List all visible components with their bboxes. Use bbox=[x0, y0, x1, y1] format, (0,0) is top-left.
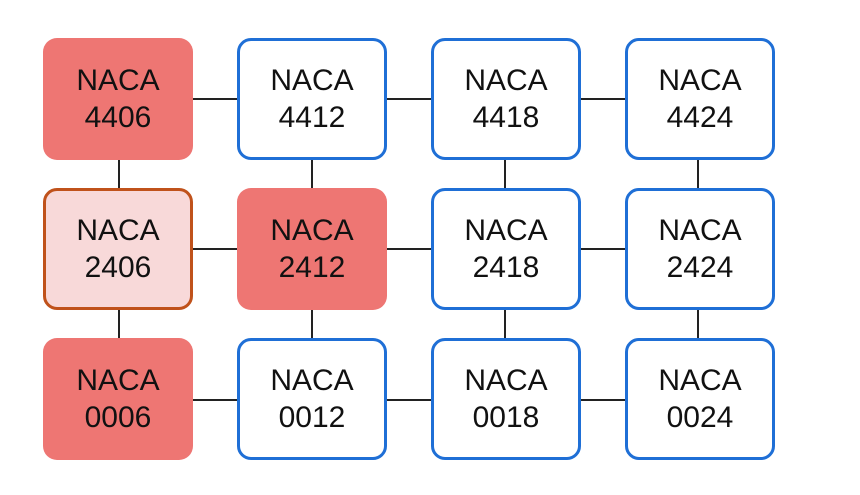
connector-2418-2424 bbox=[581, 248, 625, 250]
node-label-line2: 0018 bbox=[472, 401, 540, 434]
connector-0018-0024 bbox=[581, 399, 625, 401]
connector-2424-0024 bbox=[697, 310, 699, 338]
node-label-line1: NACA bbox=[270, 64, 354, 97]
node-label-line1: NACA bbox=[76, 64, 160, 97]
node-label-line2: 4418 bbox=[472, 101, 540, 134]
node-label-line1: NACA bbox=[76, 364, 160, 397]
connector-2406-0006 bbox=[118, 310, 120, 338]
connector-4406-4412 bbox=[193, 98, 237, 100]
node-naca-2412[interactable]: NACA 2412 bbox=[237, 188, 387, 310]
connector-2406-2412 bbox=[193, 248, 237, 250]
connector-4412-2412 bbox=[311, 160, 313, 188]
connector-4418-4424 bbox=[581, 98, 625, 100]
connector-4406-2406 bbox=[118, 160, 120, 188]
node-naca-0012[interactable]: NACA 0012 bbox=[237, 338, 387, 460]
connector-0012-0018 bbox=[387, 399, 431, 401]
node-label-line1: NACA bbox=[76, 214, 160, 247]
node-label-line2: 0024 bbox=[666, 401, 734, 434]
node-label-line2: 0006 bbox=[84, 401, 152, 434]
node-label-line2: 0012 bbox=[278, 401, 346, 434]
connector-2412-2418 bbox=[387, 248, 431, 250]
node-label-line2: 2424 bbox=[666, 251, 734, 284]
node-naca-4418[interactable]: NACA 4418 bbox=[431, 38, 581, 160]
node-label-line2: 4406 bbox=[84, 101, 152, 134]
node-naca-2418[interactable]: NACA 2418 bbox=[431, 188, 581, 310]
node-naca-0024[interactable]: NACA 0024 bbox=[625, 338, 775, 460]
node-label-line1: NACA bbox=[658, 64, 742, 97]
node-naca-4406[interactable]: NACA 4406 bbox=[43, 38, 193, 160]
node-naca-2424[interactable]: NACA 2424 bbox=[625, 188, 775, 310]
connector-2412-0012 bbox=[311, 310, 313, 338]
node-label-line2: 2412 bbox=[278, 251, 346, 284]
node-label-line1: NACA bbox=[658, 214, 742, 247]
node-label-line2: 4412 bbox=[278, 101, 346, 134]
node-label-line1: NACA bbox=[270, 214, 354, 247]
node-naca-0018[interactable]: NACA 0018 bbox=[431, 338, 581, 460]
node-label-line1: NACA bbox=[464, 214, 548, 247]
connector-4412-4418 bbox=[387, 98, 431, 100]
connector-0006-0012 bbox=[193, 399, 237, 401]
node-label-line2: 2406 bbox=[84, 251, 152, 284]
node-naca-4412[interactable]: NACA 4412 bbox=[237, 38, 387, 160]
node-naca-0006[interactable]: NACA 0006 bbox=[43, 338, 193, 460]
node-label-line1: NACA bbox=[464, 364, 548, 397]
connector-4418-2418 bbox=[504, 160, 506, 188]
node-label-line1: NACA bbox=[270, 364, 354, 397]
node-naca-4424[interactable]: NACA 4424 bbox=[625, 38, 775, 160]
node-naca-2406[interactable]: NACA 2406 bbox=[43, 188, 193, 310]
connector-4424-2424 bbox=[697, 160, 699, 188]
connector-2418-0018 bbox=[504, 310, 506, 338]
node-label-line2: 4424 bbox=[666, 101, 734, 134]
node-label-line1: NACA bbox=[464, 64, 548, 97]
node-label-line1: NACA bbox=[658, 364, 742, 397]
node-label-line2: 2418 bbox=[472, 251, 540, 284]
